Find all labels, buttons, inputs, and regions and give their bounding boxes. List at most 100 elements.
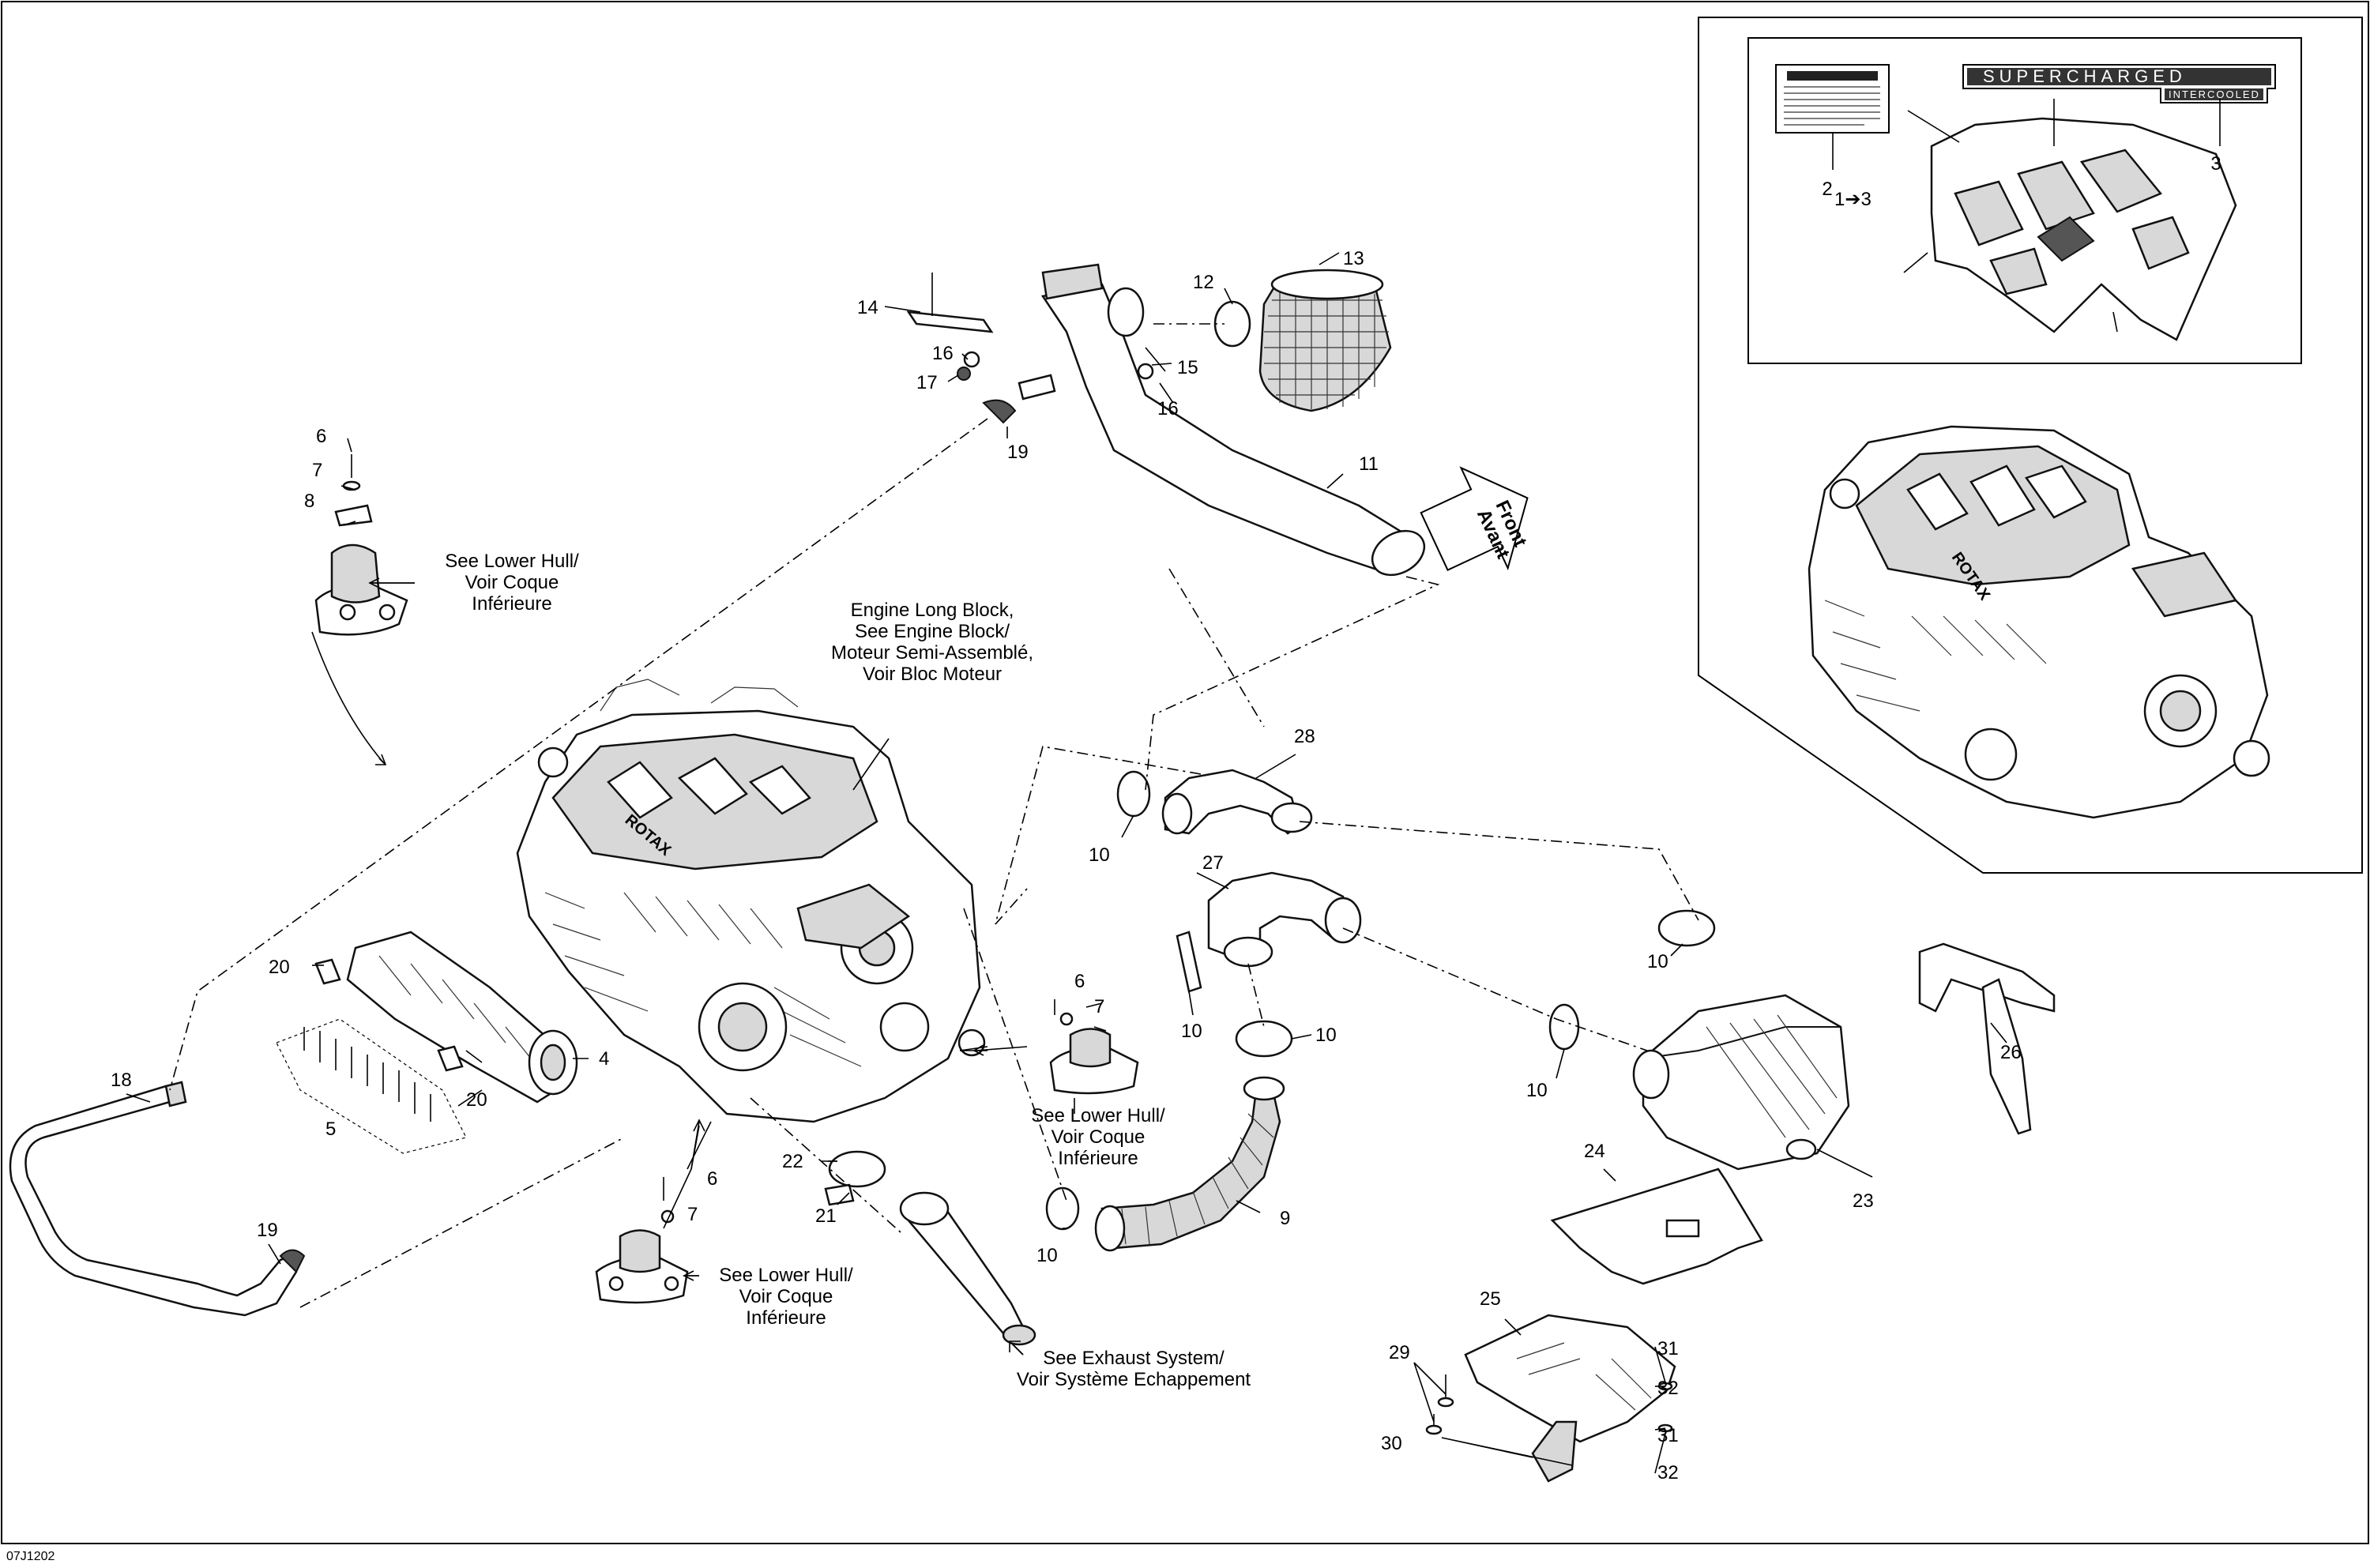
callout-10a: 10 bbox=[1089, 844, 1110, 866]
inset-engine-assembly: ROTAX bbox=[1808, 425, 2270, 819]
note-lower-hull-3: See Lower Hull/ Voir Coque Inférieure bbox=[719, 1265, 853, 1329]
clamp-19-top bbox=[982, 399, 1017, 424]
callout-20a: 20 bbox=[269, 957, 290, 978]
callout-4: 4 bbox=[599, 1048, 609, 1070]
supercharged-decal: SUPERCHARGED INTERCOOLED bbox=[1962, 64, 2276, 103]
engine-cover bbox=[1930, 117, 2237, 341]
callout-12: 12 bbox=[1193, 272, 1214, 293]
callout-19b: 19 bbox=[257, 1220, 278, 1241]
callout-10e: 10 bbox=[1647, 951, 1668, 972]
note-line: Inférieure bbox=[1058, 1148, 1138, 1169]
note-line: Inférieure bbox=[472, 593, 551, 615]
engine-mount-top-left bbox=[314, 454, 408, 636]
bracket-14 bbox=[906, 310, 994, 333]
clamp-21 bbox=[828, 1150, 886, 1188]
callout-29: 29 bbox=[1389, 1342, 1410, 1363]
clamp-10-e bbox=[1548, 1003, 1580, 1051]
callout-15: 15 bbox=[1177, 357, 1198, 378]
callout-17: 17 bbox=[916, 372, 938, 393]
hose-9 bbox=[1094, 1076, 1285, 1252]
callout-5: 5 bbox=[325, 1119, 336, 1140]
shield-24 bbox=[1550, 1168, 1763, 1285]
callout-14: 14 bbox=[857, 297, 878, 318]
bolt-set-5 bbox=[276, 1018, 467, 1154]
note-line: See Engine Block/ bbox=[855, 621, 1010, 642]
fitting bbox=[1018, 374, 1056, 400]
callout-16a: 16 bbox=[932, 343, 954, 364]
note-exhaust: See Exhaust System/ Voir Système Echappe… bbox=[1017, 1348, 1251, 1390]
hose-18 bbox=[9, 1081, 298, 1317]
note-line: Voir Coque bbox=[465, 572, 559, 593]
washer-16 bbox=[963, 351, 980, 368]
nut-17 bbox=[957, 367, 971, 381]
callout-28: 28 bbox=[1294, 726, 1315, 747]
exhaust-adapter bbox=[899, 1191, 1036, 1346]
callout-3: 3 bbox=[2210, 153, 2221, 175]
note-line: Voir Coque bbox=[1051, 1126, 1146, 1148]
decal-sub-text: INTERCOOLED bbox=[2169, 88, 2260, 100]
air-filter bbox=[1258, 269, 1392, 412]
note-arrows bbox=[368, 577, 1028, 1356]
callout-21: 21 bbox=[815, 1205, 837, 1227]
note-line: Moteur Semi-Assemblé, bbox=[831, 642, 1033, 664]
callout-7c: 7 bbox=[687, 1204, 698, 1225]
callout-11: 11 bbox=[1359, 453, 1379, 475]
callout-25: 25 bbox=[1480, 1288, 1501, 1310]
note-lower-hull-1: See Lower Hull/ Voir Coque Inférieure bbox=[445, 551, 579, 615]
decal-main-text: SUPERCHARGED bbox=[1983, 66, 2187, 86]
callout-10f: 10 bbox=[1526, 1080, 1548, 1101]
callout-24: 24 bbox=[1584, 1141, 1605, 1162]
clamp-10-c bbox=[1045, 1186, 1080, 1231]
callout-7b: 7 bbox=[1094, 996, 1104, 1017]
callout-31b: 31 bbox=[1657, 1425, 1679, 1446]
callout-27: 27 bbox=[1202, 852, 1224, 874]
plate-25 bbox=[1464, 1314, 1676, 1483]
tube-coupling bbox=[1107, 287, 1145, 337]
warning-label bbox=[1775, 64, 1890, 133]
note-line: See Lower Hull/ bbox=[1031, 1105, 1165, 1126]
callout-26: 26 bbox=[2000, 1042, 2022, 1063]
callout-30: 30 bbox=[1381, 1433, 1402, 1454]
note-line: Engine Long Block, bbox=[851, 600, 1014, 621]
clamp-10-a bbox=[1116, 770, 1151, 818]
note-engine-long-block: Engine Long Block, See Engine Block/ Mot… bbox=[831, 600, 1033, 685]
fasteners-29-32 bbox=[1425, 1374, 1673, 1435]
clamp-19-bottom bbox=[279, 1249, 306, 1273]
note-line: See Exhaust System/ bbox=[1043, 1348, 1224, 1369]
note-line: Voir Coque bbox=[739, 1286, 833, 1307]
intercooler bbox=[1632, 994, 1850, 1171]
intake-tube bbox=[1040, 263, 1426, 577]
diagram-code: 07J1202 bbox=[6, 1550, 55, 1563]
clamp-10-b bbox=[1235, 1020, 1293, 1058]
note-line: See Lower Hull/ bbox=[445, 551, 579, 572]
callout-6c: 6 bbox=[707, 1168, 717, 1190]
callout-32a: 32 bbox=[1657, 1378, 1679, 1399]
callout-9: 9 bbox=[1280, 1208, 1290, 1229]
callout-2: 2 bbox=[1822, 179, 1832, 200]
callout-10b: 10 bbox=[1181, 1021, 1202, 1042]
callout-19a: 19 bbox=[1007, 442, 1029, 463]
engine-mount-center bbox=[1049, 999, 1139, 1095]
note-line: Voir Système Echappement bbox=[1017, 1369, 1251, 1390]
washer-16b bbox=[1137, 363, 1154, 380]
clamp-10-d bbox=[1657, 909, 1716, 947]
elbow-28 bbox=[1161, 769, 1313, 835]
front-arrow: Front Avant bbox=[1420, 466, 1531, 571]
callout-23: 23 bbox=[1853, 1190, 1874, 1212]
note-line: Inférieure bbox=[746, 1307, 826, 1329]
note-line: See Lower Hull/ bbox=[719, 1265, 853, 1286]
callout-18: 18 bbox=[111, 1070, 132, 1091]
callout-32b: 32 bbox=[1657, 1462, 1679, 1483]
callout-6b: 6 bbox=[1074, 971, 1085, 992]
note-lower-hull-2: See Lower Hull/ Voir Coque Inférieure bbox=[1031, 1105, 1165, 1169]
engine-long-block: ROTAX bbox=[516, 679, 986, 1123]
strap-26 bbox=[1918, 942, 2056, 1135]
callout-8: 8 bbox=[304, 491, 314, 512]
callout-6a: 6 bbox=[316, 426, 326, 447]
callout-10d: 10 bbox=[1036, 1245, 1058, 1266]
intake-manifold bbox=[314, 931, 578, 1104]
callout-16b: 16 bbox=[1157, 398, 1179, 419]
